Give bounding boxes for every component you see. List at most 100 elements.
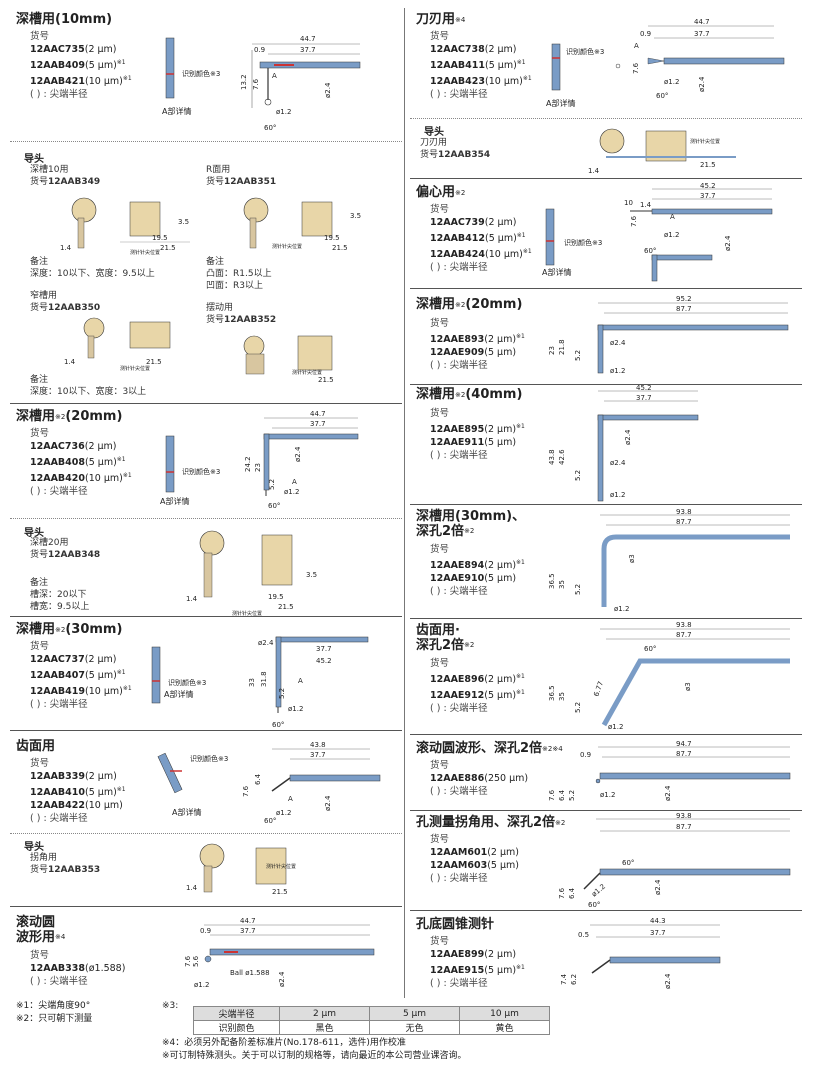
- table-row: 尖端半径 2 μm 5 μm 10 μm: [193, 1006, 550, 1021]
- svg-text:21.8: 21.8: [558, 339, 566, 355]
- svg-text:44.7: 44.7: [310, 410, 326, 418]
- column-divider: [404, 8, 405, 998]
- svg-text:1.4: 1.4: [64, 358, 76, 366]
- section-deep-groove-30mm-hole: 深槽用(30mm)、深孔2倍※2 货号 12AAE894(2 μm)※1 12A…: [410, 504, 802, 618]
- svg-text:60°: 60°: [644, 645, 656, 653]
- svg-text:33: 33: [248, 678, 256, 687]
- svg-text:0.9: 0.9: [640, 30, 651, 38]
- guide-a-drawing: 19.5 21.5 3.5 1.4 测针针尖位置: [60, 197, 190, 256]
- svg-text:44.3: 44.3: [650, 917, 666, 925]
- svg-text:3.5: 3.5: [178, 218, 189, 226]
- part-list: 货号 12AAC739(2 μm) 12AAB412(5 μm)※1 12AAB…: [430, 204, 532, 274]
- section-hole-bottom-cone: 孔底圆锥测针 货号 12AAE899(2 μm) 12AAE915(5 μm)※…: [410, 910, 802, 998]
- svg-text:21.5: 21.5: [700, 161, 716, 169]
- svg-text:A部详情: A部详情: [546, 98, 575, 108]
- svg-text:ø2.4: ø2.4: [294, 446, 302, 462]
- guide-d-drawing: 21.5 测针针尖位置: [243, 335, 334, 384]
- svg-text:ø2.4: ø2.4: [610, 339, 626, 347]
- svg-text:7.6: 7.6: [548, 789, 556, 801]
- svg-text:24.2: 24.2: [244, 456, 252, 472]
- svg-text:测针针尖位置: 测针针尖位置: [690, 138, 720, 145]
- svg-text:23: 23: [548, 346, 556, 355]
- svg-text:ø1.2: ø1.2: [288, 705, 303, 713]
- section-knife-edge: 刀刃用※4 货号 12AAC738(2 μm) 12AAB411(5 μm)※1…: [410, 8, 802, 116]
- svg-text:1.4: 1.4: [60, 244, 72, 252]
- svg-text:37.7: 37.7: [700, 192, 716, 200]
- svg-text:识别颜色※3: 识别颜色※3: [566, 47, 604, 56]
- svg-text:ø2.4: ø2.4: [724, 235, 732, 251]
- guide-b-note: 备注凸面：R1.5以上凹面：R3以上: [206, 257, 272, 291]
- svg-text:测针针尖位置: 测针针尖位置: [130, 249, 160, 256]
- svg-text:43.8: 43.8: [310, 741, 326, 749]
- svg-text:5.6: 5.6: [192, 955, 200, 967]
- svg-text:37.7: 37.7: [650, 929, 666, 937]
- svg-text:7.6: 7.6: [558, 887, 566, 899]
- guide-e-drawing: 19.5 21.5 3.5 1.4 测针针尖位置: [186, 530, 317, 617]
- svg-text:93.8: 93.8: [676, 508, 692, 516]
- stylus-drawing: 93.8 87.7 36.5 35 6.77 5.2 ø3 ø1.2 60°: [548, 621, 790, 731]
- stylus-drawing: 识别颜色※3 A部详情 44.7 37.7 0.9 13.2 7.6 ø2.4 …: [162, 35, 361, 132]
- guide-c-drawing: 21.5 1.4 测针针尖位置: [64, 317, 171, 372]
- svg-text:0.9: 0.9: [254, 46, 265, 54]
- svg-text:5.2: 5.2: [574, 350, 582, 361]
- part-list: 货号 12AAE886(250 μm) ( ) : 尖端半径: [430, 760, 529, 797]
- svg-text:ø2.4: ø2.4: [654, 879, 662, 895]
- svg-text:识别颜色※3: 识别颜色※3: [182, 69, 220, 78]
- svg-text:A部详情: A部详情: [172, 807, 201, 817]
- svg-text:87.7: 87.7: [676, 823, 692, 831]
- section-tooth-face: 齿面用 货号 12AAB339(2 μm) 12AAB410(5 μm)※1 1…: [10, 730, 402, 830]
- guide-f: 拐角用 货号12AAB353: [30, 853, 101, 875]
- guide-a: 深槽10用 货号12AAB349: [30, 165, 101, 187]
- svg-text:识别颜色※3: 识别颜色※3: [190, 754, 228, 763]
- svg-text:测针针尖位置: 测针针尖位置: [232, 610, 262, 617]
- svg-text:93.8: 93.8: [676, 621, 692, 629]
- guide-c-note: 备注深度：10以下、宽度：3以上: [30, 375, 147, 397]
- svg-text:60°: 60°: [588, 901, 600, 909]
- footnote-3: ※3:: [162, 1001, 179, 1011]
- guide-g-drawing: 21.5 1.4 测针针尖位置: [588, 128, 736, 175]
- svg-text:ø1.2: ø1.2: [664, 78, 679, 86]
- svg-text:37.7: 37.7: [240, 927, 256, 935]
- svg-text:21.5: 21.5: [272, 888, 288, 896]
- svg-text:ø1.2: ø1.2: [664, 231, 679, 239]
- svg-text:A部详情: A部详情: [542, 267, 571, 277]
- svg-text:ø1.2: ø1.2: [276, 108, 291, 116]
- svg-text:ø1.2: ø1.2: [610, 491, 625, 499]
- svg-text:37.7: 37.7: [300, 46, 316, 54]
- svg-text:5.2: 5.2: [574, 702, 582, 713]
- part-list: 货号 12AAE893(2 μm)※1 12AAE909(5 μm) ( ) :…: [430, 318, 525, 372]
- svg-text:5.2: 5.2: [574, 470, 582, 481]
- svg-text:A: A: [634, 42, 639, 50]
- svg-text:45.2: 45.2: [316, 657, 332, 665]
- svg-text:ø2.4: ø2.4: [664, 785, 672, 801]
- svg-text:44.7: 44.7: [240, 917, 256, 925]
- svg-text:35: 35: [558, 580, 566, 589]
- svg-text:7.6: 7.6: [632, 62, 640, 74]
- stylus-drawing: 0.9 94.7 87.7 7.6 6.4 5.2 ø1.2 ø2.4: [548, 740, 791, 801]
- svg-text:36.5: 36.5: [548, 573, 556, 589]
- svg-text:7.4: 7.4: [560, 973, 568, 985]
- stylus-drawing: 44.3 0.5 37.7 7.4 6.2 ø2.4: [560, 917, 721, 989]
- footnote-4: ※4：必须另外配备阶差标准片(No.178-611，选件)用作校准 ※可订制特殊…: [162, 1038, 467, 1061]
- part-list: 货号 12AAC736(2 μm) 12AAB408(5 μm)※1 12AAB…: [30, 428, 132, 498]
- svg-text:A: A: [670, 213, 675, 221]
- svg-text:5.2: 5.2: [268, 479, 276, 490]
- svg-text:60°: 60°: [622, 859, 634, 867]
- svg-text:A部详情: A部详情: [162, 106, 191, 116]
- svg-text:87.7: 87.7: [676, 750, 692, 758]
- svg-text:A: A: [272, 72, 277, 80]
- guide-f-drawing: 21.5 1.4 测针针尖位置: [186, 843, 296, 896]
- part-list: 货号 12AAM601(2 μm) 12AAM603(5 μm) ( ) : 尖…: [430, 834, 519, 884]
- svg-text:44.7: 44.7: [694, 18, 710, 26]
- part-item: 12AAC735(2 μm): [30, 44, 117, 55]
- svg-text:A: A: [298, 677, 303, 685]
- section-deep-groove-20: 深槽用※2(20mm) 货号 12AAC736(2 μm) 12AAB408(5…: [10, 403, 402, 515]
- svg-text:ø2.4: ø2.4: [324, 82, 332, 98]
- stylus-drawing: 0.9 44.7 37.7 7.6 5.6 ø1.2 Ball ø1.588 ø…: [184, 917, 375, 989]
- svg-text:ø1.2: ø1.2: [194, 981, 209, 989]
- svg-text:测针针尖位置: 测针针尖位置: [292, 369, 322, 376]
- guide-b-drawing: 19.5 21.5 3.5 测针针尖位置: [243, 197, 361, 252]
- guide-e: 深槽20用 货号12AAB348: [30, 538, 101, 560]
- svg-text:94.7: 94.7: [676, 740, 692, 748]
- svg-text:7.6: 7.6: [252, 78, 260, 90]
